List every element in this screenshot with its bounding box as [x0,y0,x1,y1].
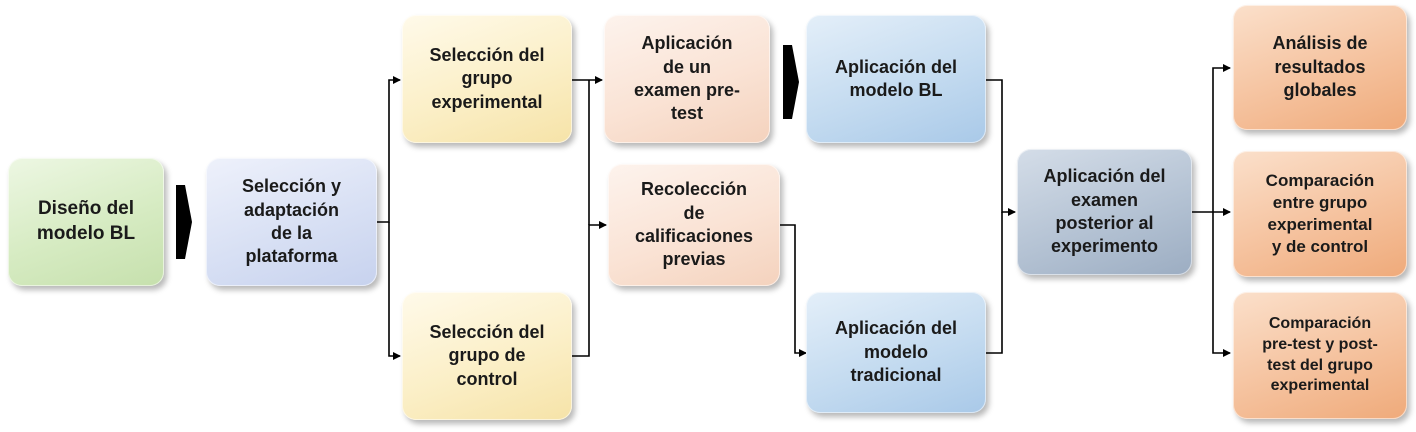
block-arrow-1 [176,185,192,259]
node-comparacion-grupos-label: Comparación entre grupo experimental y d… [1265,170,1375,257]
node-recoleccion: Recolección de calificaciones previas [608,164,780,286]
block-arrow-2 [783,45,799,119]
connector-recoleccion-to-tradicional [780,224,807,357]
node-comparacion-prepost: Comparación pre-test y post- test del gr… [1233,292,1407,419]
node-pretest: Aplicación de un examen pre- test [604,15,770,143]
node-modelo-tradicional: Aplicación del modelo tradicional [806,292,986,413]
node-seleccion-plataforma: Selección y adaptación de la plataforma [206,158,377,286]
node-diseno-label: Diseño del modelo BL [36,198,136,244]
node-pretest-label: Aplicación de un examen pre- test [633,33,741,124]
node-grupo-control: Selección del grupo de control [402,292,572,420]
node-comparacion-grupos: Comparación entre grupo experimental y d… [1233,151,1407,277]
node-examen-posterior: Aplicación del examen posterior al exper… [1017,149,1192,275]
connector-posterior-to-analisis [1212,64,1231,212]
node-modelo-bl-label: Aplicación del modelo BL [834,56,958,100]
node-modelo-bl: Aplicación del modelo BL [806,15,986,143]
node-analisis-label: Análisis de resultados globales [1272,33,1368,101]
node-modelo-tradicional-label: Aplicación del modelo tradicional [834,318,958,386]
node-grupo-experimental-label: Selección del grupo experimental [429,44,545,112]
connector-tradicional-to-posterior [986,212,1003,354]
node-grupo-control-label: Selección del grupo de control [429,321,545,389]
connector-posterior-to-comparacion-prepost [1212,212,1231,357]
node-examen-posterior-label: Aplicación del examen posterior al exper… [1043,166,1166,257]
node-analisis-resultados: Análisis de resultados globales [1233,5,1407,130]
connector-bl-to-posterior [986,79,1016,216]
connector-platform-branch-down [388,222,401,360]
connector-control-to-recoleccion [572,221,607,357]
connector-platform-branch-up [377,76,401,223]
node-grupo-experimental: Selección del grupo experimental [402,15,572,143]
node-recoleccion-label: Recolección de calificaciones previas [634,179,754,270]
node-seleccion-plataforma-label: Selección y adaptación de la plataforma [241,176,342,267]
node-diseno-modelo-bl: Diseño del modelo BL [8,158,164,286]
node-comparacion-prepost-label: Comparación pre-test y post- test del gr… [1262,314,1378,395]
